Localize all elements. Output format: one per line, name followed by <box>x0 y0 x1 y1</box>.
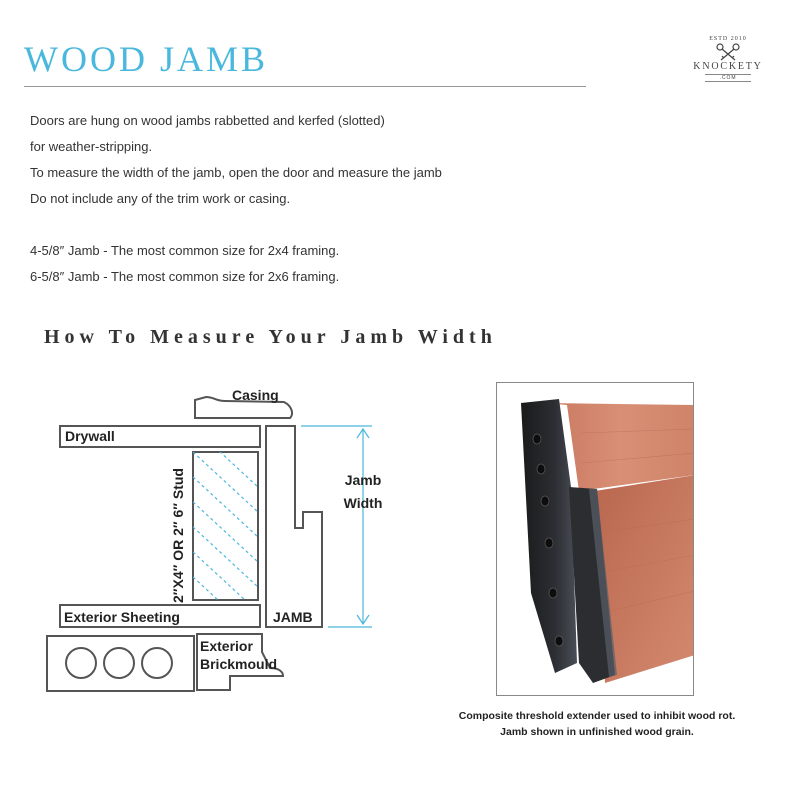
exterior-sheeting-shape <box>59 604 261 628</box>
brickmould-label-line2: Brickmould <box>200 656 277 672</box>
title-divider <box>24 86 586 87</box>
drywall-shape <box>59 425 261 448</box>
brickmould-shape <box>196 633 285 691</box>
spacer <box>30 212 442 238</box>
composite-strip <box>521 399 577 673</box>
intro-line: Do not include any of the trim work or c… <box>30 191 291 206</box>
brick-hole <box>141 647 173 679</box>
knockety-logo[interactable]: ESTD 2010 KNOCKETY .COM <box>688 36 768 90</box>
drywall-label: Drywall <box>65 428 115 444</box>
exterior-sheeting-label: Exterior Sheeting <box>64 609 180 625</box>
dimension-arrowhead-down <box>356 614 370 626</box>
brick-hole <box>65 647 97 679</box>
stud-shape <box>192 451 259 601</box>
wood-board-lower <box>595 475 693 683</box>
logo-name: KNOCKETY <box>693 61 763 72</box>
jamb-shape <box>265 425 323 628</box>
dimension-arrowhead-up <box>356 427 370 439</box>
page-title: WOOD JAMB <box>24 39 269 79</box>
casing-shape <box>194 395 293 419</box>
intro-line: for weather-stripping. <box>30 139 153 154</box>
jamb-width-label-line1: Jamb <box>345 472 382 488</box>
logo-estd: ESTD 2010 <box>709 36 747 42</box>
jamb-width-label-line2: Width <box>344 495 383 511</box>
jamb-label: JAMB <box>273 609 313 625</box>
caption-line: Jamb shown in unfinished wood grain. <box>500 726 694 738</box>
jamb-photo-illustration <box>521 399 693 683</box>
photo-caption: Composite threshold extender used to inh… <box>430 708 764 740</box>
brickmould-label-line1: Exterior <box>200 638 253 654</box>
casing-label: Casing <box>232 387 279 403</box>
jamb-photo <box>496 382 694 696</box>
caption-line: Composite threshold extender used to inh… <box>458 710 736 722</box>
jamb-size-line: 4-5/8″ Jamb - The most common size for 2… <box>30 243 340 258</box>
fastener-holes <box>532 433 564 647</box>
jamb-size-line: 6-5/8″ Jamb - The most common size for 2… <box>30 269 340 284</box>
diagram-heading: How To Measure Your Jamb Width <box>44 326 497 348</box>
jamb-cross-section-diagram: Casing Drywall 2″X4″ OR 2″ 6″ Stud JAMB … <box>46 387 383 692</box>
intro-text: Doors are hung on wood jambs rabbetted a… <box>30 108 442 290</box>
composite-strip-highlight <box>589 489 617 677</box>
intro-line: Doors are hung on wood jambs rabbetted a… <box>30 113 385 128</box>
crossed-keys-icon <box>716 43 740 61</box>
intro-line: To measure the width of the jamb, open t… <box>30 165 442 180</box>
logo-domain: .COM <box>705 74 751 82</box>
stud-hatching <box>193 452 258 600</box>
stud-label: 2″X4″ OR 2″ 6″ Stud <box>170 468 186 603</box>
brick-hole <box>103 647 135 679</box>
composite-strip-lower <box>569 487 615 683</box>
wood-board-upper <box>545 403 693 491</box>
wood-grain <box>581 428 693 614</box>
